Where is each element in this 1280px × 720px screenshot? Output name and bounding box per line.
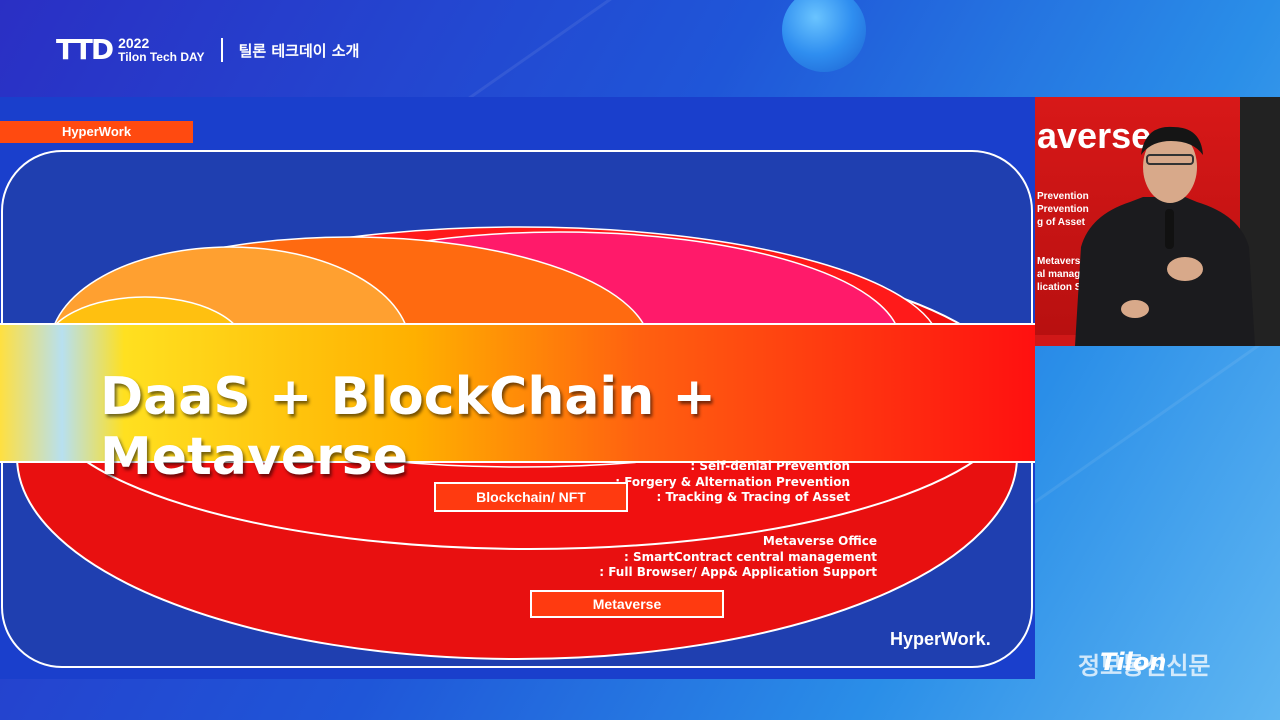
logo-year: 2022 (118, 35, 150, 51)
cam-line: Metaverse (1037, 256, 1086, 267)
cam-panel-title: averse (1037, 115, 1152, 156)
metaverse-label: Metaverse (530, 590, 724, 618)
logo-text: 2022 Tilon Tech DAY (118, 36, 204, 64)
bullet-item: : Tracking & Tracing of Asset (656, 490, 850, 504)
title-band (0, 323, 1035, 463)
bullet-item: : Forgery & Alternation Prevention (615, 474, 850, 489)
decorative-orb (782, 0, 866, 72)
tilon-logo: Tilon (1100, 648, 1167, 676)
cam-line: Prevention (1037, 204, 1089, 215)
cam-panel-lines: Prevention Prevention g of Asset (1037, 190, 1089, 229)
presentation-slide: HyperWork DaaS + BlockChain + Metaverse … (0, 97, 1035, 679)
blockchain-label: Blockchain/ NFT (434, 482, 628, 512)
logo-subtitle: Tilon Tech DAY (118, 50, 205, 64)
hyperwork-tab: HyperWork (0, 121, 193, 143)
blockchain-bullets: : Self-denial Prevention : Forgery & Alt… (560, 459, 850, 506)
cam-line: al manag (1037, 269, 1081, 280)
header-divider (220, 38, 223, 62)
event-header: TTD 2022 Tilon Tech DAY 틸론 테크데이 소개 (56, 34, 359, 66)
publisher-watermark: 정보통신신문 (1078, 652, 1211, 680)
hyperwork-brand: HyperWork. (890, 629, 991, 649)
session-title: 틸론 테크데이 소개 (238, 41, 360, 60)
speaker-silhouette (1075, 126, 1255, 346)
speaker-camera: averse Prevention Prevention g of Asset … (1035, 97, 1280, 346)
bullet-item: Metaverse Office (762, 534, 877, 548)
cam-line: Prevention (1037, 191, 1089, 202)
cam-line: lication S (1037, 282, 1082, 293)
cam-panel-lines-2: Metaverse al manag lication S (1037, 255, 1086, 294)
slide-headline: DaaS + BlockChain + Metaverse (100, 367, 716, 487)
bullet-item: : Self-denial Prevention (690, 459, 850, 473)
ttd-logo: TTD (56, 33, 114, 66)
metaverse-bullets: Metaverse Office : SmartContract central… (560, 534, 877, 581)
bullet-item: : SmartContract central management (624, 549, 877, 564)
cam-line: g of Asset (1037, 217, 1085, 228)
bullet-item: : Full Browser/ App& Application Support (599, 565, 877, 579)
